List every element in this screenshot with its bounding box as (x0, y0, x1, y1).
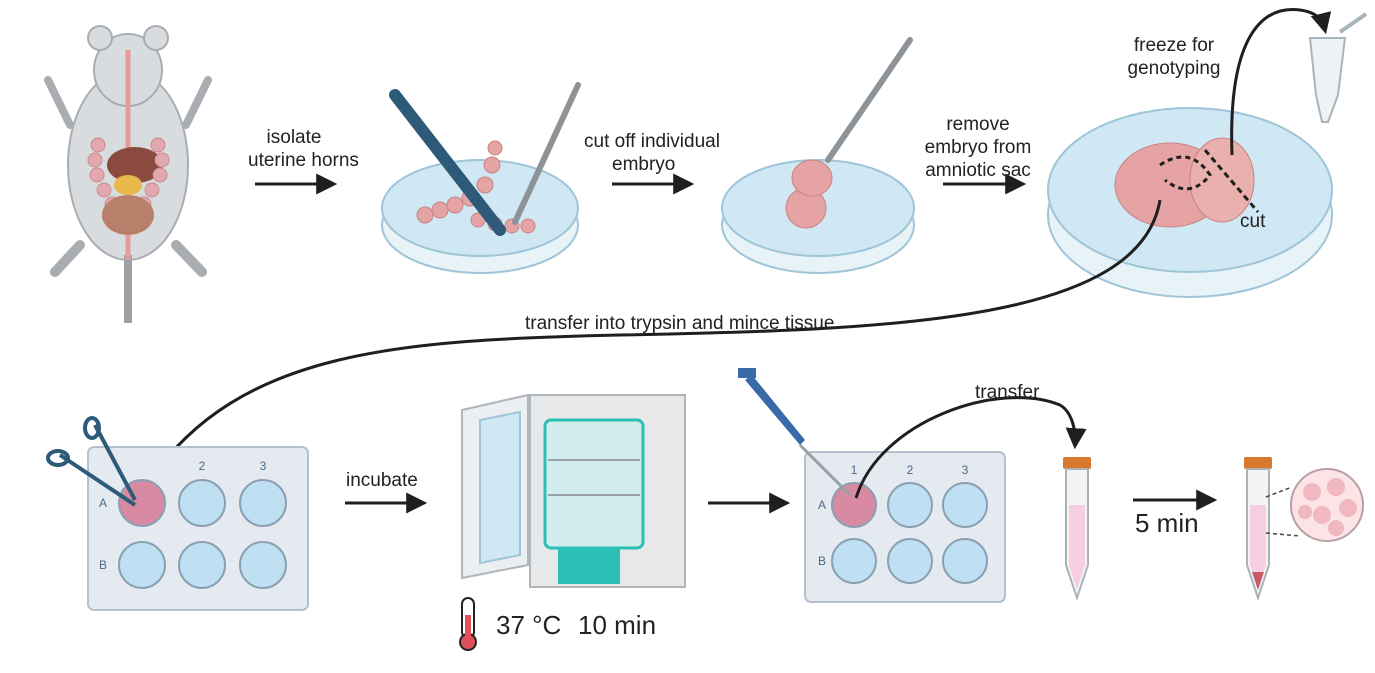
label-freeze-line2: genotyping (1127, 58, 1221, 79)
arrow-transfer-trypsin (147, 199, 1162, 484)
six-well-plate-2: 1 2 3 A B (804, 451, 1006, 603)
label-freeze: freeze for genotyping (1118, 34, 1230, 80)
conical-tube-2 (1244, 457, 1272, 602)
label-cut-off-line1: cut off individual (584, 131, 720, 152)
plate1-col-2: 2 (199, 459, 206, 473)
plate1-row-a: A (99, 496, 107, 510)
petri-dish-large-embryo (1047, 107, 1333, 298)
six-well-plate-1: 2 3 A B (87, 446, 309, 611)
petri-dish-embryo (721, 37, 915, 274)
plate1-col-3: 3 (260, 459, 267, 473)
label-remove: remove embryo from amniotic sac (916, 113, 1040, 182)
plate2-row-b: B (818, 554, 826, 568)
label-cut-off-line2: embryo (612, 154, 676, 175)
arrow-transfer (854, 396, 1087, 499)
cells-magnified-icon (1290, 468, 1364, 542)
label-temperature: 37 °C (496, 610, 562, 640)
conical-tube-1 (1063, 457, 1091, 602)
label-cut-off: cut off individual embryo (572, 130, 732, 176)
label-isolate-line1: isolate (266, 127, 322, 148)
plate2-col-3: 3 (962, 463, 969, 477)
microtube-icon (1308, 12, 1368, 123)
label-incubate: incubate (346, 470, 418, 491)
label-remove-line1: remove (946, 114, 1010, 135)
arrow-freeze (1230, 8, 1332, 156)
petri-dish-uterine-horns (381, 82, 581, 274)
plate2-row-a: A (818, 498, 826, 512)
label-transfer: transfer (975, 382, 1040, 403)
pipette-icon (738, 368, 852, 497)
mouse-illustration (44, 25, 212, 323)
incubator-illustration (461, 393, 686, 588)
label-freeze-line1: freeze for (1133, 35, 1215, 56)
label-remove-line3: amniotic sac (925, 160, 1031, 181)
label-time: 10 min (578, 610, 657, 640)
label-transfer-trypsin: transfer into trypsin and mince tissue (525, 313, 835, 334)
label-isolate-line2: uterine horns (248, 150, 359, 171)
scissors-icon (46, 416, 137, 507)
label-isolate: isolate uterine horns (248, 126, 359, 172)
plate2-col-1: 1 (851, 463, 858, 477)
label-centrifuge-time: 5 min (1135, 508, 1199, 538)
plate1-row-b: B (99, 558, 107, 572)
plate2-col-2: 2 (907, 463, 914, 477)
label-cut: cut (1240, 211, 1266, 232)
thermometer-icon (459, 597, 477, 651)
label-remove-line2: embryo from (924, 137, 1032, 158)
